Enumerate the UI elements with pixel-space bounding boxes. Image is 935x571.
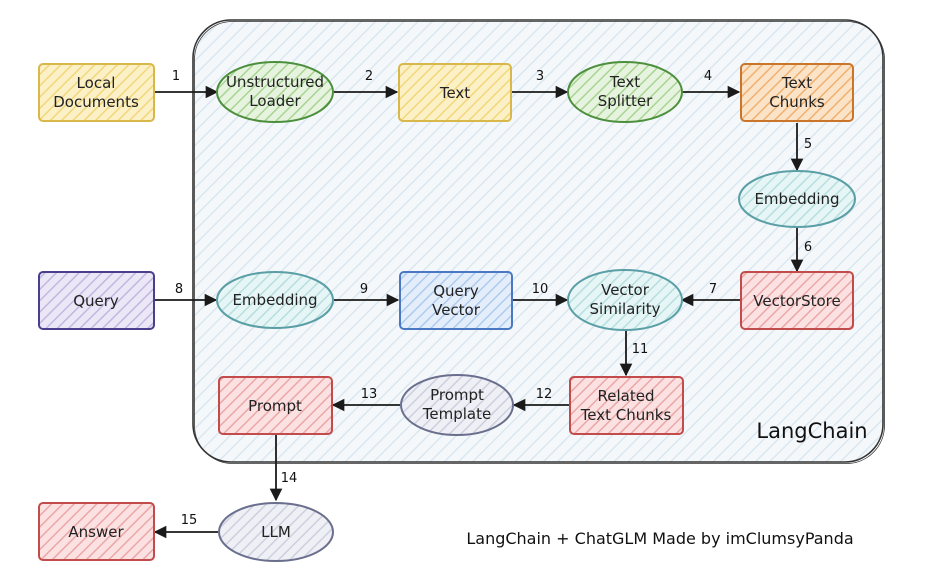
node-text-chunks: Text Chunks — [740, 63, 854, 122]
edge-label-2: 2 — [365, 69, 373, 84]
edge-label-3: 3 — [536, 69, 544, 84]
edge-label-7: 7 — [709, 282, 717, 297]
node-llm: LLM — [218, 502, 334, 562]
node-query: Query — [38, 271, 155, 330]
svg-text:Query: Query — [73, 292, 119, 310]
svg-text:Related: Related — [598, 387, 655, 405]
svg-text:Text: Text — [781, 74, 812, 92]
edge-labels: 1 2 3 4 5 6 7 8 9 10 11 12 13 14 15 — [172, 69, 812, 528]
container-label: LangChain — [756, 419, 867, 443]
svg-text:Text Chunks: Text Chunks — [580, 406, 672, 424]
svg-text:Vector: Vector — [432, 301, 481, 319]
edge-label-9: 9 — [360, 282, 368, 297]
node-local-documents: Local Documents — [38, 63, 155, 122]
svg-text:Prompt: Prompt — [430, 386, 484, 404]
svg-text:LLM: LLM — [261, 523, 291, 541]
node-query-vector: Query Vector — [399, 271, 513, 330]
node-vectorstore: VectorStore — [740, 271, 854, 330]
node-text: Text — [398, 63, 512, 122]
edge-label-6: 6 — [804, 240, 812, 255]
edge-label-4: 4 — [704, 69, 712, 84]
edges — [153, 85, 804, 539]
svg-text:Embedding: Embedding — [754, 190, 839, 208]
svg-text:VectorStore: VectorStore — [753, 292, 840, 310]
node-vector-similarity: Vector Similarity — [567, 269, 683, 331]
langchain-container-sketch — [194, 21, 885, 464]
svg-text:Text: Text — [439, 84, 470, 102]
edge-label-12: 12 — [536, 387, 553, 402]
svg-text:Chunks: Chunks — [769, 93, 825, 111]
svg-text:Text: Text — [609, 73, 640, 91]
edge-label-14: 14 — [281, 471, 298, 486]
svg-text:Prompt: Prompt — [248, 397, 302, 415]
svg-text:Unstructured: Unstructured — [226, 73, 324, 91]
node-related-text-chunks: Related Text Chunks — [569, 376, 684, 435]
node-prompt-template: Prompt Template — [400, 374, 514, 436]
edge-label-8: 8 — [175, 282, 183, 297]
edge-label-10: 10 — [532, 282, 549, 297]
langchain-container — [192, 19, 884, 463]
edge-label-15: 15 — [181, 513, 198, 528]
edge-label-13: 13 — [361, 387, 378, 402]
node-embedding-doc: Embedding — [738, 170, 856, 228]
edge-label-11: 11 — [632, 342, 649, 357]
node-prompt: Prompt — [218, 376, 333, 435]
node-text-splitter: Text Splitter — [567, 61, 683, 123]
node-answer: Answer — [38, 502, 155, 561]
svg-text:Documents: Documents — [53, 93, 139, 111]
svg-text:Vector: Vector — [601, 281, 650, 299]
svg-text:Embedding: Embedding — [232, 291, 317, 309]
svg-text:Splitter: Splitter — [598, 92, 653, 110]
svg-text:Template: Template — [422, 405, 491, 423]
node-unstructured-loader: Unstructured Loader — [216, 61, 334, 123]
credit-text: LangChain + ChatGLM Made by imClumsyPand… — [466, 529, 853, 548]
svg-text:Answer: Answer — [68, 523, 124, 541]
svg-text:Loader: Loader — [249, 92, 301, 110]
svg-text:Similarity: Similarity — [590, 300, 661, 318]
edge-label-1: 1 — [172, 69, 180, 84]
svg-text:Local: Local — [77, 74, 116, 92]
svg-text:Query: Query — [433, 282, 479, 300]
edge-label-5: 5 — [804, 137, 812, 152]
node-embedding-query: Embedding — [216, 271, 334, 329]
